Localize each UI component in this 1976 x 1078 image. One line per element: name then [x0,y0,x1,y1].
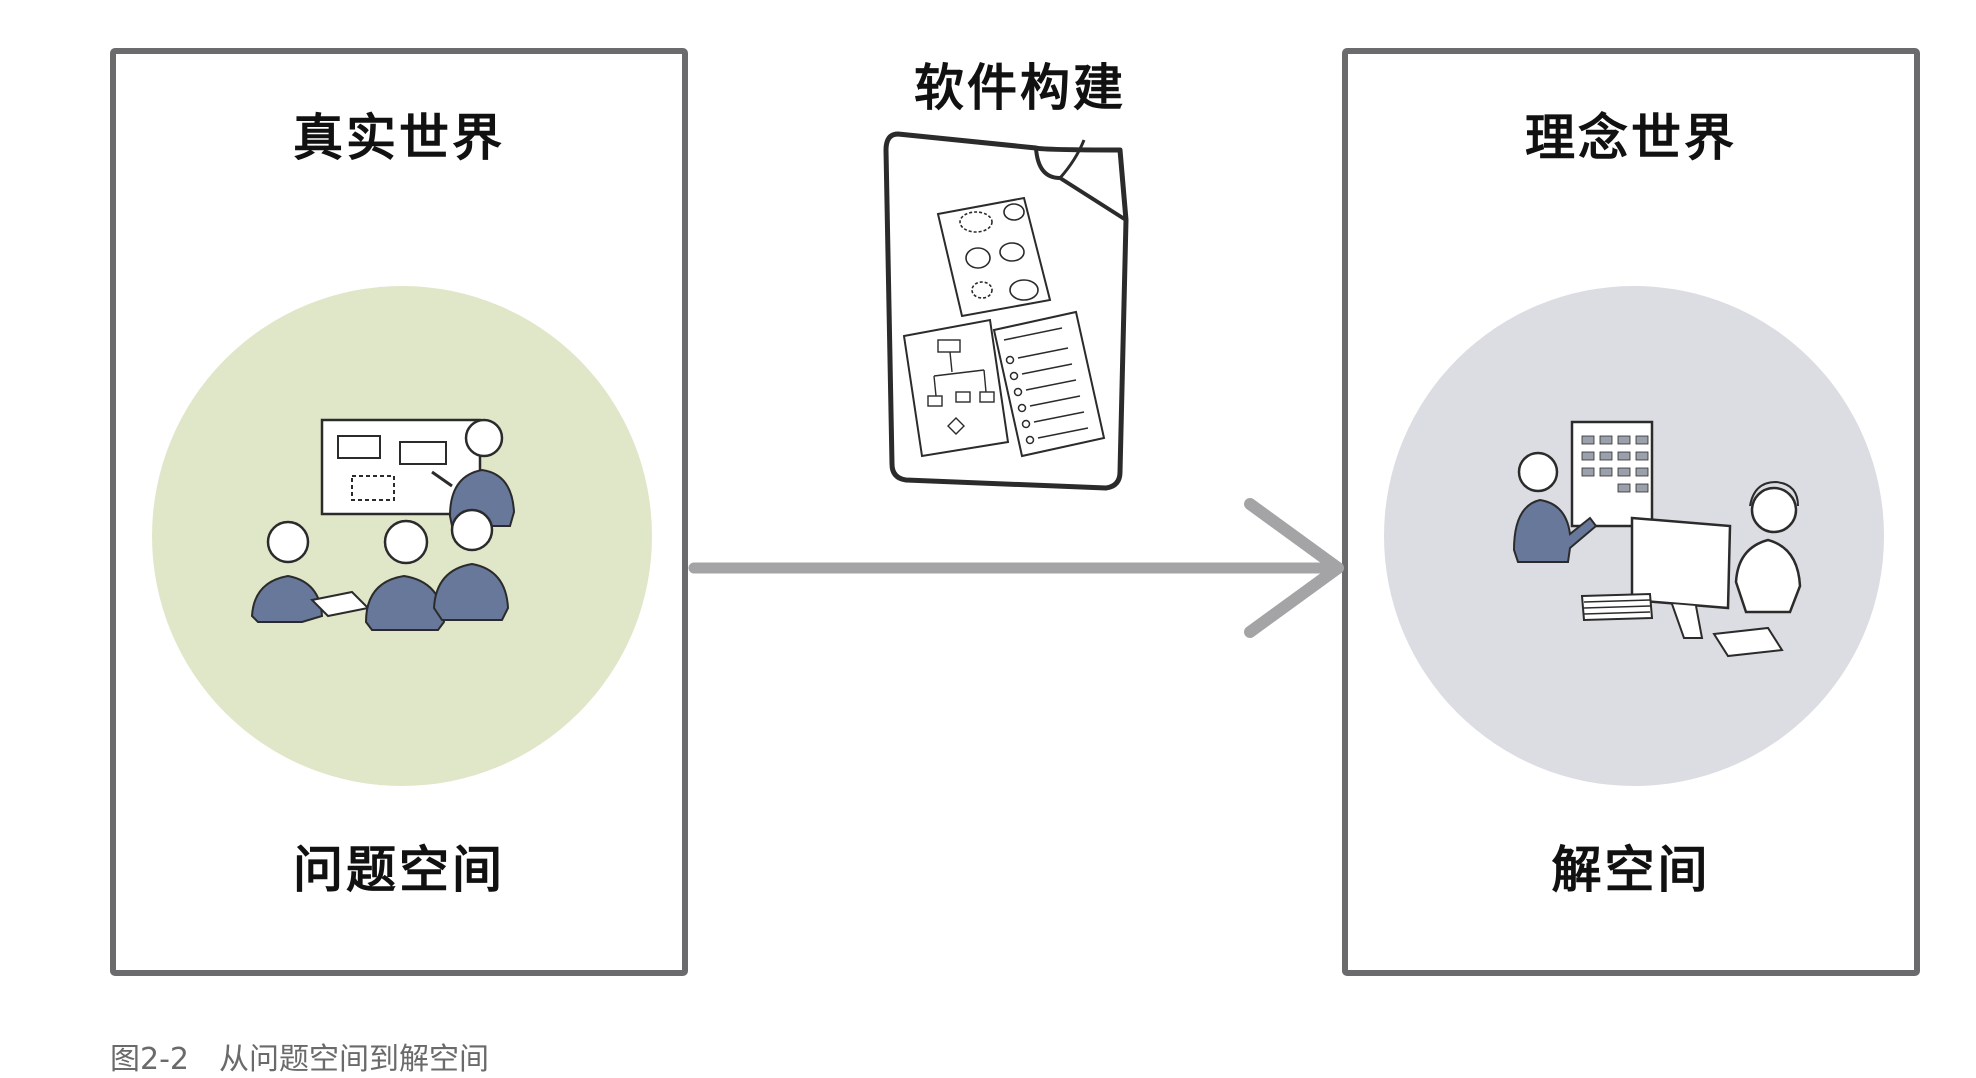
software-construction-title: 软件构建 [914,59,1126,117]
arrow-right-icon [688,498,1344,638]
figure-caption: 图2-2 从问题空间到解空间 [110,1042,489,1077]
real-world-panel: 真实世界 问题空间 [110,48,688,976]
problem-space-label: 问题空间 [293,841,505,899]
solution-space-label: 解空间 [1551,841,1711,899]
problem-space-circle [152,286,652,786]
document-sheets-illustration [883,131,1129,491]
meeting-illustration [250,418,516,631]
ideal-world-panel: 理念世界 [1342,48,1920,976]
solution-space-circle [1384,286,1884,786]
real-world-title: 真实世界 [293,109,505,167]
ideal-world-title: 理念世界 [1525,109,1737,167]
developer-illustration [1512,420,1802,658]
